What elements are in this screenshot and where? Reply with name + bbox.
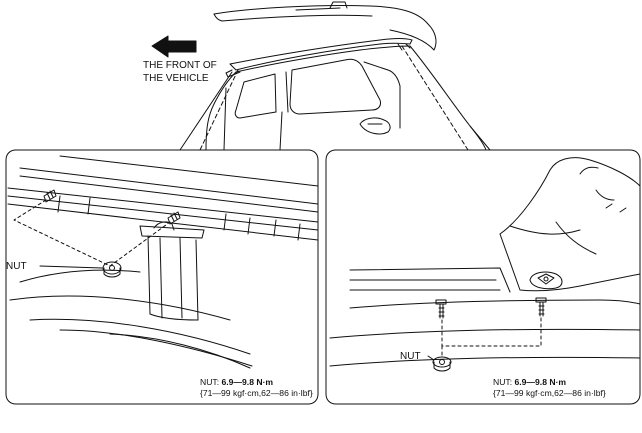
rail-end-cap xyxy=(529,271,563,290)
torque-spec-prefix: NUT: xyxy=(200,377,222,387)
nut-leader-right xyxy=(427,355,435,361)
nut-callout-right: NUT xyxy=(400,351,421,362)
right-detail-frame xyxy=(325,149,641,405)
roof-rail xyxy=(229,38,413,71)
rail-end-cover xyxy=(499,157,641,235)
direction-label-line1: THE FRONT OF xyxy=(143,60,217,71)
direction-label-line2: THE VEHICLE xyxy=(143,73,209,84)
rail-bracket xyxy=(139,225,205,239)
torque-spec-right: NUT: 6.9—9.8 N·m xyxy=(493,377,566,388)
door-handle xyxy=(359,117,391,135)
nut-right xyxy=(432,356,452,372)
nut-callout-left: NUT xyxy=(6,261,27,272)
right-detail-view xyxy=(325,149,641,405)
roof-spoiler xyxy=(213,4,437,51)
nut-leader-left xyxy=(39,265,103,269)
alignment-line-left xyxy=(13,199,171,267)
front-side-window xyxy=(234,73,277,119)
rear-side-window xyxy=(289,58,381,115)
torque-spec-alt-units-left: {71—99 kgf·cm,62—86 in·lbf} xyxy=(200,388,313,398)
vehicle-roof-view xyxy=(151,1,491,151)
left-detail-view xyxy=(5,149,319,405)
torque-spec-value: 6.9—9.8 N·m xyxy=(221,377,274,387)
alignment-line-right xyxy=(441,317,542,347)
left-detail-frame xyxy=(5,149,319,405)
stud-bolt-right-b xyxy=(535,297,547,317)
torque-spec-value: 6.9—9.8 N·m xyxy=(514,377,567,387)
torque-spec-alt-units-right: {71—99 kgf·cm,62—86 in·lbf} xyxy=(493,388,606,398)
guide-line-right xyxy=(401,45,469,151)
guide-line-left xyxy=(199,69,239,151)
stud-bolt-right-a xyxy=(435,299,447,319)
front-direction-arrow xyxy=(151,35,197,58)
torque-spec-left: NUT: 6.9—9.8 N·m xyxy=(200,377,273,388)
vehicle-body xyxy=(205,71,237,151)
torque-spec-prefix: NUT: xyxy=(493,377,515,387)
